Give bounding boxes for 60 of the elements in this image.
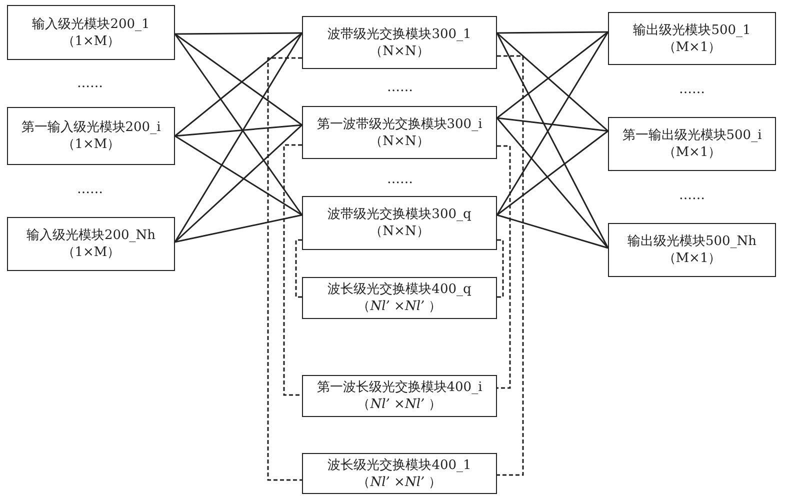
connector-line	[496, 214, 608, 249]
module-name: 第一输入级光模块200_i	[21, 119, 161, 136]
module-name: 第一波长级光交换模块400_i	[316, 379, 482, 396]
port-size: （M×1）	[662, 38, 722, 56]
connector-line	[496, 117, 608, 132]
module-name: 波长级光交换模块400_q	[328, 281, 472, 298]
dashed-connector	[497, 239, 504, 298]
module-name: 波带级光交换模块300_1	[328, 26, 472, 42]
module-box	[608, 117, 776, 171]
connector-line	[174, 214, 302, 243]
module-box	[302, 375, 497, 417]
port-size: （M×1）	[662, 250, 722, 267]
module-name: 第一输出级光模块500_i	[622, 127, 762, 144]
port-size: （1×M）	[62, 32, 120, 50]
module-box	[302, 106, 497, 159]
port-size: （N×N）	[370, 42, 430, 60]
port-size: （M×1）	[662, 144, 722, 161]
module-box	[7, 5, 175, 60]
module-box	[7, 217, 175, 271]
port-size: （Nl’ ×Nl’ ）	[357, 474, 442, 490]
ellipsis-text: ……	[77, 182, 103, 197]
module-box	[302, 196, 497, 250]
connector-line	[496, 130, 608, 216]
connector-line	[496, 32, 609, 248]
port-size: （N×N）	[370, 132, 430, 150]
dashed-connector	[497, 55, 524, 476]
connector-line	[175, 32, 302, 35]
connector-line	[174, 124, 302, 243]
module-name: 第一波带级光交换模块300_i	[316, 116, 482, 132]
module-name: 波长级光交换模块400_1	[328, 456, 472, 474]
connector-line	[174, 124, 302, 137]
port-size: （1×M）	[62, 244, 120, 261]
connector-line	[497, 31, 608, 34]
module-name: 输入级光模块200_1	[32, 16, 150, 32]
dashed-connector	[283, 144, 302, 396]
ellipsis-text: ……	[679, 82, 705, 97]
module-box	[302, 453, 497, 494]
module-name: 输出级光模块500_1	[633, 22, 751, 38]
connector-line	[174, 135, 302, 216]
dashed-connector	[267, 57, 302, 481]
port-size: （1×M）	[62, 136, 120, 153]
ellipsis-text: ……	[77, 76, 103, 91]
port-size: （N×N）	[370, 223, 430, 240]
port-size: （Nl’ ×Nl’ ）	[357, 396, 442, 413]
connector-line	[496, 118, 609, 248]
connector-line	[496, 32, 609, 216]
ellipsis-text: ……	[387, 80, 413, 95]
ellipsis-text: ……	[679, 188, 705, 203]
module-name: 输入级光模块200_Nh	[26, 227, 156, 244]
module-name: 输出级光模块500_Nh	[627, 233, 757, 250]
ellipsis-text: ……	[387, 172, 413, 187]
module-box	[608, 223, 776, 277]
dashed-connector	[295, 239, 302, 298]
port-size: （Nl’ ×Nl’ ）	[357, 298, 442, 315]
module-box	[608, 12, 776, 65]
module-box	[302, 16, 497, 69]
module-box	[7, 107, 175, 165]
module-name: 波带级光交换模块300_q	[328, 206, 472, 223]
module-box	[302, 277, 497, 319]
dashed-connector	[497, 145, 511, 389]
